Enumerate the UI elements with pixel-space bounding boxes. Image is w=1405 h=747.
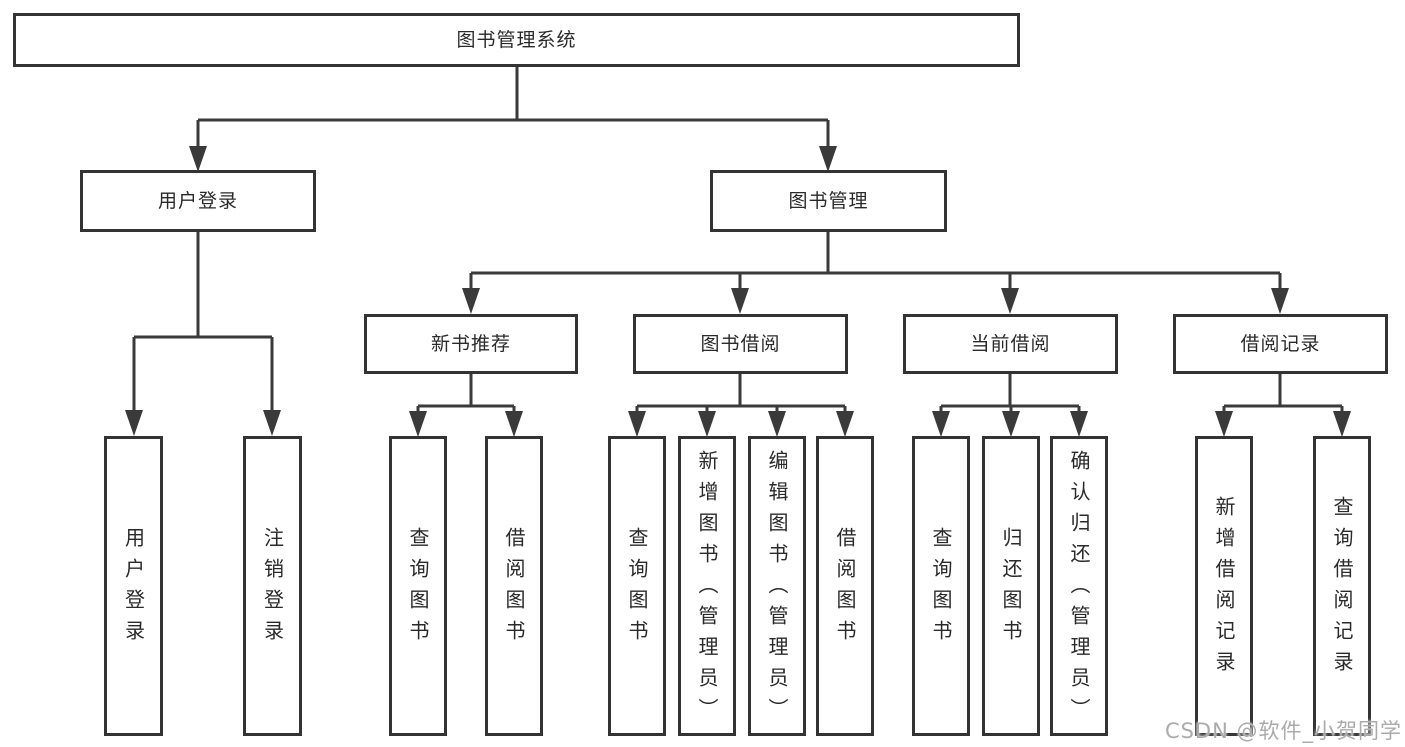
connector-book-borrow-to-children [628,374,854,437]
node-query-borrow-record: 查询借阅记录 [1313,436,1371,736]
node-user-login: 用户登录 [80,170,316,232]
node-borrow-books: 借阅图书 [816,436,874,736]
node-borrow-records: 借阅记录 [1173,314,1388,374]
node-current-borrow: 当前借阅 [903,314,1118,374]
node-user-login-leaf: 用户登录 [104,436,163,736]
node-recommend-query-books: 查询图书 [389,436,447,736]
node-recommend-borrow-books: 借阅图书 [485,436,543,736]
node-book-management: 图书管理 [710,170,947,232]
node-current-query-books: 查询图书 [912,436,970,736]
node-add-borrow-record: 新增借阅记录 [1195,436,1253,736]
connector-current-borrow-to-children [932,374,1088,437]
node-return-book: 归还图书 [982,436,1040,736]
node-new-book-recommend: 新书推荐 [364,314,578,374]
connector-borrow-records-to-children [1215,374,1351,437]
connector-root-to-level2 [189,66,837,172]
node-confirm-return-admin: 确认归还（管理员） [1050,436,1108,736]
node-root-library-system: 图书管理系统 [13,13,1020,67]
connector-user-login-to-children [125,230,281,436]
node-book-borrow: 图书借阅 [633,314,848,374]
csdn-watermark: CSDN @软件_小贺同学 [1164,719,1402,743]
connector-new-book-to-children [409,374,523,437]
node-logout: 注销登录 [243,436,302,736]
node-add-book-admin: 新增图书（管理员） [678,436,736,736]
node-edit-book-admin: 编辑图书（管理员） [748,436,806,736]
connector-book-management-to-level3 [462,230,1289,314]
node-borrow-query-books: 查询图书 [608,436,666,736]
